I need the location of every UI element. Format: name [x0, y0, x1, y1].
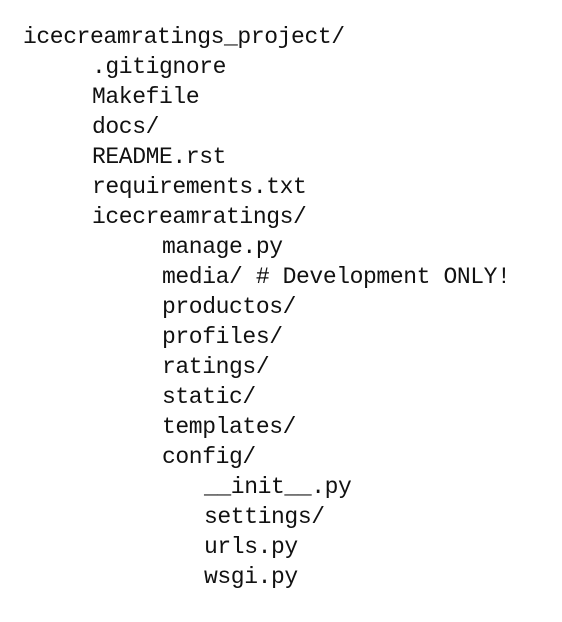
tree-item-requirements: requirements.txt — [92, 174, 307, 200]
tree-item-makefile: Makefile — [92, 84, 200, 110]
tree-item-wsgi: wsgi.py — [204, 564, 298, 590]
tree-item-settings: settings/ — [204, 504, 325, 530]
tree-item-gitignore: .gitignore — [92, 54, 227, 80]
tree-item-docs: docs/ — [92, 114, 160, 140]
tree-item-ratings: ratings/ — [162, 354, 270, 380]
tree-item-urls: urls.py — [204, 534, 298, 560]
tree-item-profiles: profiles/ — [162, 324, 283, 350]
tree-item-icecreamratings: icecreamratings/ — [92, 204, 307, 230]
tree-item-static: static/ — [162, 384, 256, 410]
directory-tree: icecreamratings_project/ .gitignore Make… — [0, 22, 562, 592]
tree-item-config: config/ — [162, 444, 256, 470]
tree-item-manage: manage.py — [162, 234, 283, 260]
tree-item-templates: templates/ — [162, 414, 297, 440]
tree-item-init: __init__.py — [204, 474, 352, 500]
tree-root: icecreamratings_project/ — [23, 24, 345, 50]
tree-item-readme: README.rst — [92, 144, 227, 170]
tree-item-media: media/ # Development ONLY! — [162, 264, 511, 290]
tree-item-productos: productos/ — [162, 294, 297, 320]
